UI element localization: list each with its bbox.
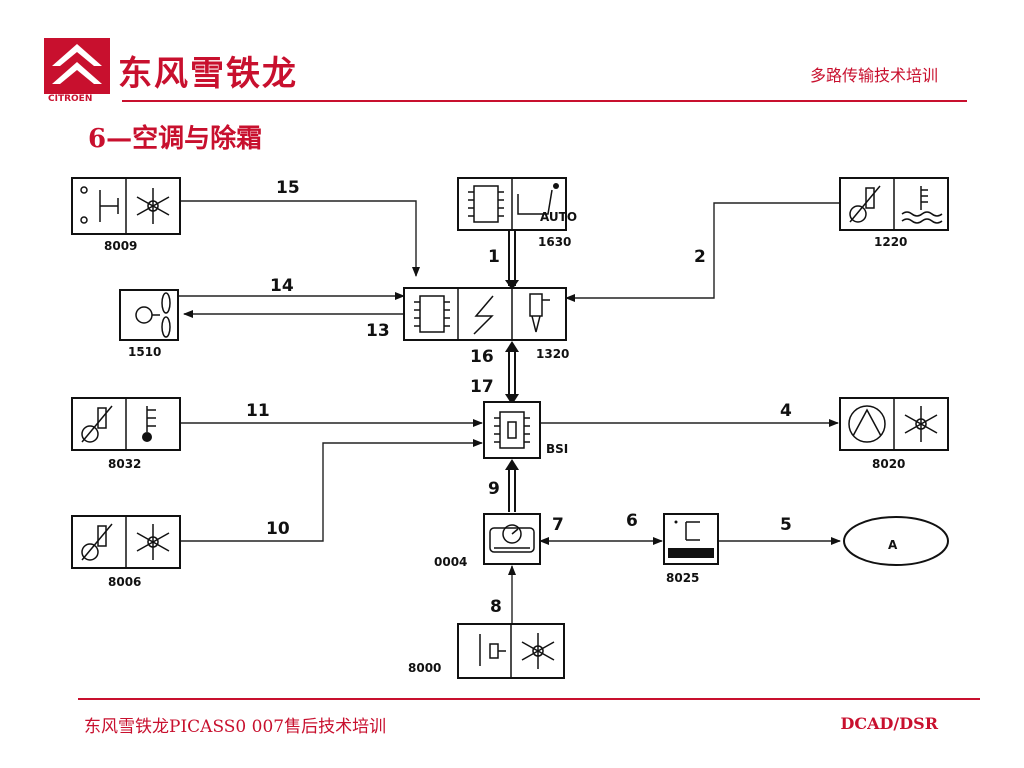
label-1320: 1320 — [536, 347, 569, 361]
ecu-chip-icon — [414, 295, 450, 333]
wire-9 — [505, 459, 519, 512]
wire-16-17 — [505, 341, 519, 405]
header-divider — [122, 100, 967, 102]
label-0004: 0004 — [434, 555, 467, 569]
sensor-icon — [81, 405, 113, 443]
wire-label-5: 5 — [780, 515, 792, 535]
wire-label-9: 9 — [488, 479, 500, 499]
coolant-temp-icon — [901, 186, 943, 224]
instrument-panel-icon — [489, 524, 535, 553]
wire-2 — [565, 202, 840, 302]
snowflake-icon — [136, 188, 170, 224]
label-bsi: BSI — [546, 442, 568, 456]
wire-15 — [180, 200, 420, 277]
snowflake-icon — [136, 524, 170, 560]
spark-icon — [473, 295, 494, 335]
footer-divider — [78, 698, 980, 700]
wire-label-6: 6 — [626, 511, 638, 531]
wire-label-14: 14 — [270, 276, 294, 296]
label-a: A — [888, 538, 898, 552]
component-8020 — [839, 397, 949, 451]
label-1630: 1630 — [538, 235, 571, 249]
label-1510: 1510 — [128, 345, 161, 359]
wire-label-17: 17 — [470, 377, 494, 397]
wire-label-16: 16 — [470, 347, 494, 367]
brand-name: 东风雪铁龙 — [118, 54, 298, 94]
component-8000 — [457, 623, 565, 679]
citroen-logo-icon — [44, 38, 110, 94]
wire-label-13: 13 — [366, 321, 390, 341]
fan-motor-icon — [135, 292, 171, 338]
ecu-chip-icon — [494, 411, 530, 449]
component-1630 — [457, 177, 567, 231]
component-1320 — [403, 287, 567, 341]
wire-label-4: 4 — [780, 401, 792, 421]
component-1510 — [119, 289, 179, 341]
component-8025 — [663, 513, 719, 565]
sensor-icon — [81, 523, 113, 561]
seat-auto-icon — [517, 183, 559, 215]
logo-word: CITROËN — [48, 94, 93, 104]
wire-10 — [180, 439, 483, 542]
wire-label-1: 1 — [488, 247, 500, 267]
component-1220 — [839, 177, 949, 231]
snowflake-icon — [521, 633, 555, 669]
wire-1 — [505, 230, 519, 290]
thermometer-icon — [142, 406, 156, 442]
wire-label-10: 10 — [266, 519, 290, 539]
footer-left-text: 东风雪铁龙PICASS0 007售后技术培训 — [84, 717, 387, 737]
switch-icon — [80, 186, 119, 224]
label-8006: 8006 — [108, 575, 141, 589]
slide-title: 6—空调与除霜 — [88, 124, 263, 154]
label-8032: 8032 — [108, 457, 141, 471]
label-8025: 8025 — [666, 571, 699, 585]
injector-icon — [529, 293, 550, 333]
wire-label-11: 11 — [246, 401, 270, 421]
switch-icon — [479, 634, 506, 666]
snowflake-icon — [904, 406, 938, 442]
component-0004 — [483, 513, 541, 565]
component-bsi — [483, 401, 541, 459]
component-8009 — [71, 177, 181, 235]
component-a — [843, 516, 949, 566]
label-1220: 1220 — [874, 235, 907, 249]
course-title: 多路传输技术培训 — [809, 66, 938, 85]
auto-text: AUTO — [540, 210, 577, 224]
sensor-icon — [849, 185, 881, 223]
ecu-chip-icon — [468, 185, 504, 223]
footer-right-text: DCAD/DSR — [840, 714, 938, 733]
wire-label-8: 8 — [490, 597, 502, 617]
label-8009: 8009 — [104, 239, 137, 253]
compressor-icon — [848, 405, 886, 443]
wire-label-15: 15 — [276, 178, 300, 198]
component-8032 — [71, 397, 181, 451]
component-8006 — [71, 515, 181, 569]
control-panel-icon — [668, 520, 714, 558]
label-8020: 8020 — [872, 457, 905, 471]
label-8000: 8000 — [408, 661, 441, 675]
wire-label-2: 2 — [694, 247, 706, 267]
wire-label-7: 7 — [552, 515, 564, 535]
